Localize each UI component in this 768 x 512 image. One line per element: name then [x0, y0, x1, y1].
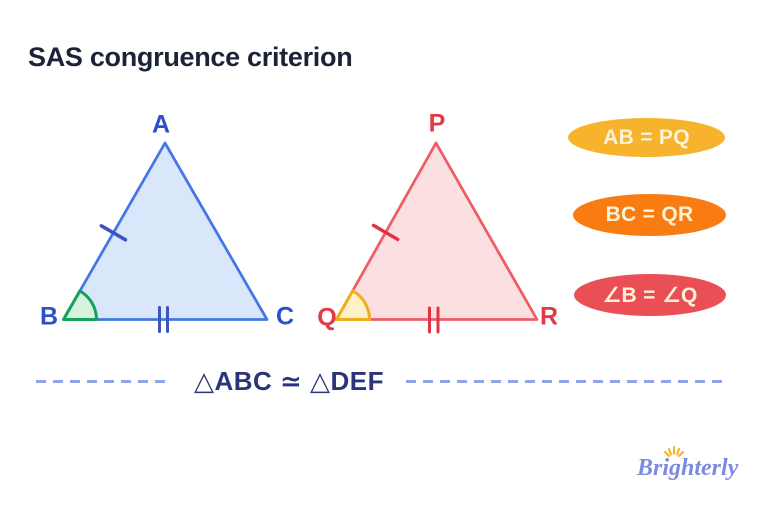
- badge-bc-equals-qr-label: BC = QR: [605, 203, 694, 226]
- vertex-label-q: Q: [317, 303, 337, 332]
- angle-mark-q: [335, 289, 371, 321]
- triangle-abc-shape: [62, 141, 269, 321]
- vertex-label-p: P: [428, 109, 446, 138]
- badge-angle-b-equals-angle-q-label: ∠B = ∠Q: [602, 283, 698, 307]
- vertex-label-a: A: [151, 110, 171, 139]
- angle-mark-b: [62, 289, 98, 321]
- vertex-label-r: R: [539, 302, 559, 331]
- vertex-label-c: C: [275, 302, 295, 331]
- badge-bc-equals-qr: BC = QR: [573, 194, 726, 236]
- vertex-label-b: B: [39, 302, 59, 331]
- brighterly-logo: Brighterly: [637, 446, 757, 486]
- logo-text: Brighterly: [637, 455, 739, 481]
- badge-angle-b-equals-angle-q: ∠B = ∠Q: [574, 274, 726, 316]
- badge-ab-equals-pq: AB = PQ: [568, 118, 725, 157]
- tick-mark-pq: [371, 223, 400, 242]
- badge-ab-equals-pq-label: AB = PQ: [603, 125, 690, 149]
- sun-rays-icon: [664, 446, 684, 457]
- congruence-statement: △ABC ≃ △DEF: [193, 366, 385, 396]
- tick-mark-ab: [99, 224, 128, 242]
- page-title: SAS congruence criterion: [28, 42, 353, 72]
- triangle-pqr-shape: [335, 141, 539, 321]
